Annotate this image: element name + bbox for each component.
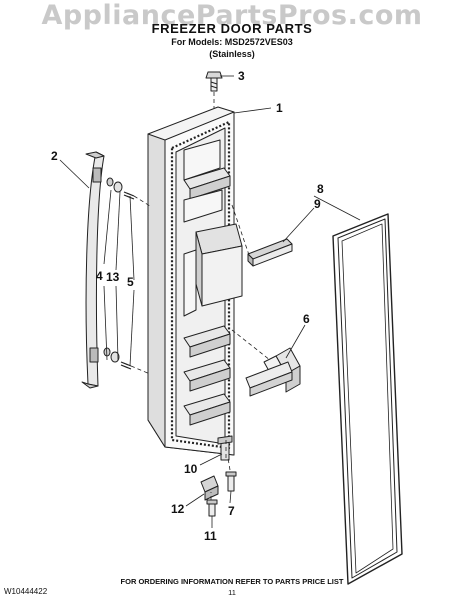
watermark: AppliancePartsPros.com: [41, 0, 423, 31]
callout-13: 13: [106, 270, 120, 284]
assembly-lines: [130, 92, 271, 500]
callout-7: 7: [228, 504, 235, 518]
callout-9: 9: [314, 197, 321, 211]
lower-door-shelves: [183, 325, 231, 426]
variant-label: (Stainless): [209, 49, 255, 59]
upper-door-shelves: [183, 139, 231, 223]
ordering-info: FOR ORDERING INFORMATION REFER TO PARTS …: [120, 577, 344, 586]
page-number: 11: [228, 588, 236, 597]
top-hinge-screw: [205, 71, 223, 92]
callout-5: 5: [127, 275, 134, 289]
diagram-title: FREEZER DOOR PARTS: [151, 21, 313, 36]
dispenser-housing: [183, 223, 243, 317]
callout-10: 10: [184, 462, 198, 476]
trim-strip: [247, 238, 293, 267]
callout-2: 2: [51, 149, 58, 163]
callout-12: 12: [171, 502, 185, 516]
document-number: W10444422: [4, 587, 48, 596]
callout-11: 11: [204, 529, 217, 543]
door-gasket: [332, 213, 403, 585]
callout-4: 4: [96, 269, 103, 283]
models-line: For Models: MSD2572VES03: [171, 37, 293, 47]
door-bracket: [245, 347, 301, 397]
callout-8: 8: [317, 182, 324, 196]
callout-6: 6: [303, 312, 310, 326]
leader-lines: [59, 75, 361, 528]
callout-3: 3: [238, 69, 245, 83]
callout-1: 1: [276, 101, 283, 115]
door-handle: [81, 151, 105, 389]
handle-fasteners: [103, 177, 135, 370]
